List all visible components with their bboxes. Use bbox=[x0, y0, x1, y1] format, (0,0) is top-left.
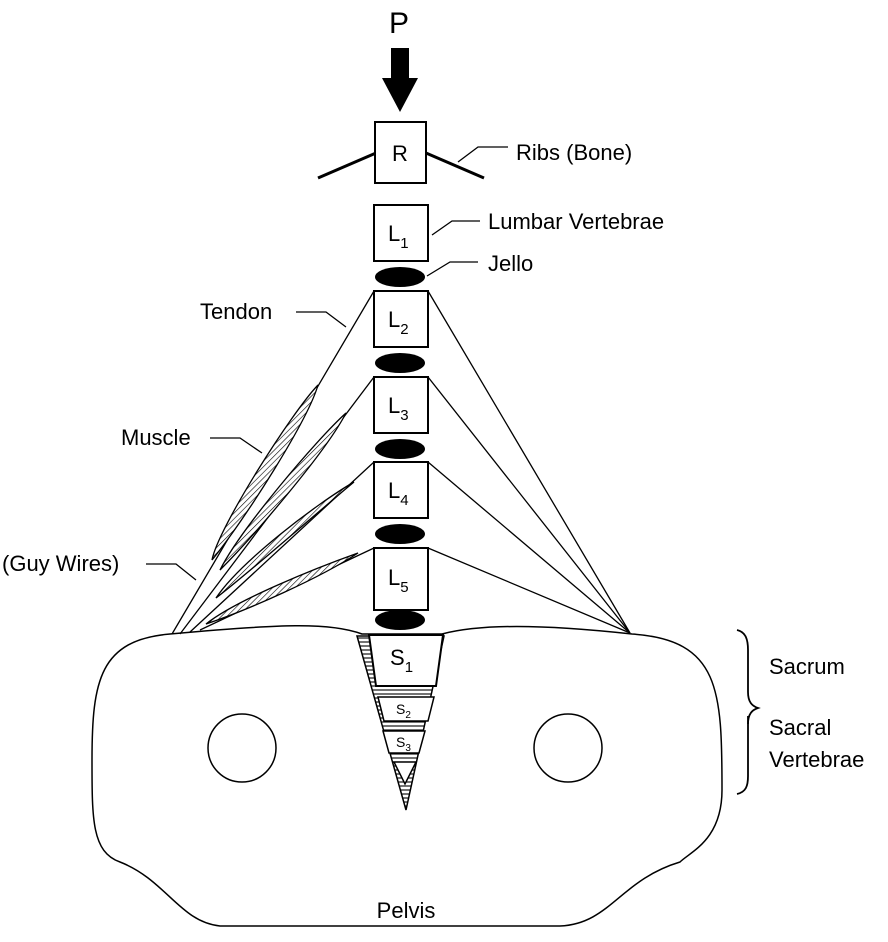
sacral-label-line-2: Vertebrae bbox=[769, 747, 864, 772]
vertebra-s1-label: S1 bbox=[390, 645, 413, 676]
load-arrow bbox=[382, 48, 418, 112]
rib-box bbox=[374, 121, 427, 184]
disc-3 bbox=[375, 439, 425, 459]
disc-1 bbox=[375, 267, 425, 287]
tendon-label: Tendon bbox=[200, 299, 272, 324]
disc-4 bbox=[375, 524, 425, 544]
lumbar-leader bbox=[431, 220, 480, 236]
vertebra-l2-label: L2 bbox=[388, 307, 409, 338]
sacrum-label: Sacrum bbox=[769, 654, 845, 679]
disc-2 bbox=[375, 353, 425, 373]
vertebra-l4 bbox=[373, 461, 429, 519]
jello-leader bbox=[426, 261, 478, 277]
sacrum-tip bbox=[392, 761, 418, 786]
vertebra-s1 bbox=[367, 634, 445, 687]
sacral-label-line-1: Sacral bbox=[769, 715, 831, 740]
guy-wires-label: (Guy Wires) bbox=[2, 551, 119, 576]
muscle-3 bbox=[215, 481, 355, 599]
jello-label: Jello bbox=[488, 251, 533, 276]
vertebra-s3 bbox=[382, 730, 426, 754]
vertebra-l1-label: L1 bbox=[388, 221, 409, 252]
pelvis-hole-left bbox=[207, 713, 277, 783]
muscle-leader bbox=[210, 437, 263, 454]
vertebra-s2-label: S2 bbox=[396, 701, 411, 721]
muscle-2 bbox=[219, 412, 347, 571]
muscle-label: Muscle bbox=[121, 425, 191, 450]
vertebra-l3 bbox=[373, 376, 429, 434]
guy-wires-leader bbox=[146, 563, 197, 581]
lumbar-label: Lumbar Vertebrae bbox=[488, 209, 664, 234]
muscle-4 bbox=[205, 552, 359, 625]
rib-box-label: R bbox=[392, 141, 408, 166]
vertebra-s2 bbox=[377, 696, 435, 722]
vertebra-l3-label: L3 bbox=[388, 393, 409, 424]
muscles bbox=[205, 384, 359, 625]
load-label: P bbox=[389, 7, 409, 40]
ribs-label: Ribs (Bone) bbox=[516, 140, 632, 165]
pelvis-label: Pelvis bbox=[377, 898, 436, 923]
rib-left bbox=[317, 151, 377, 180]
sacral-vertebrae-brace bbox=[736, 716, 749, 795]
vertebra-l4-label: L4 bbox=[388, 478, 409, 509]
vertebra-s3-label: S3 bbox=[396, 734, 411, 754]
vertebra-l5 bbox=[373, 547, 429, 611]
vertebra-l5-label: L5 bbox=[388, 565, 409, 596]
tendon-leader bbox=[296, 311, 347, 328]
vertebra-l1 bbox=[373, 204, 429, 262]
disc-5 bbox=[375, 610, 425, 630]
vertebra-l2 bbox=[373, 290, 429, 348]
tendons-right bbox=[427, 290, 631, 634]
ribs-leader bbox=[457, 146, 508, 163]
sacrum-brace bbox=[736, 629, 761, 725]
pelvis-hole-right bbox=[533, 713, 603, 783]
rib-right bbox=[425, 151, 485, 180]
muscle-1 bbox=[211, 384, 319, 561]
